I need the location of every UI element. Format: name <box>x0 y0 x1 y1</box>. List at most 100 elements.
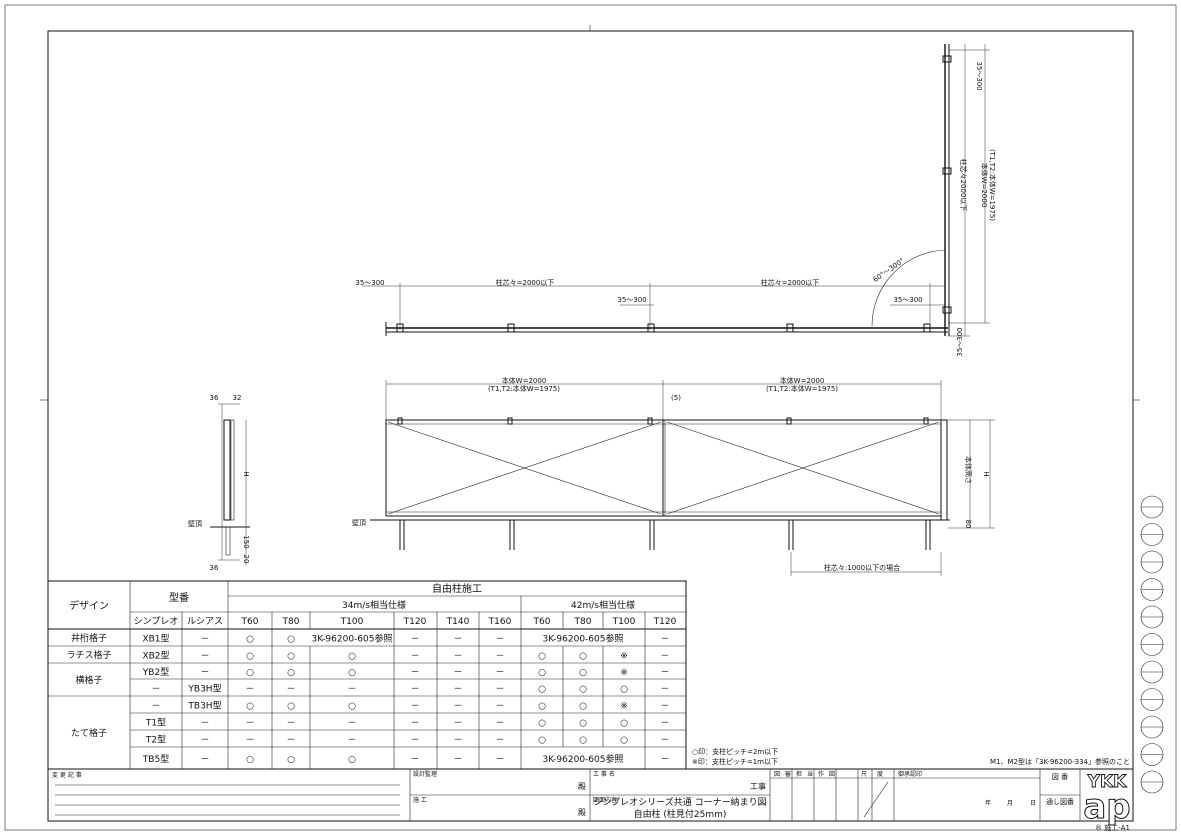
content-line-2: 自由柱 (柱見付25mm) <box>634 808 727 820</box>
inner-frame <box>47 30 1134 822</box>
plan-angle-dim: 60°～300° <box>872 257 906 284</box>
row-5-c42-1: ○ <box>579 719 587 729</box>
outer-frame <box>4 4 1177 831</box>
margin-circles <box>1140 495 1164 794</box>
row-3-c34-4: － <box>453 685 462 695</box>
plan-left-edge-dim: 35～300 <box>355 279 384 287</box>
design-vertical: たて格子 <box>71 727 107 739</box>
col-header-42-3: T120 <box>653 617 677 627</box>
row-0-simpleo: XB1型 <box>142 634 169 645</box>
row-4-c42-2: ※ <box>620 702 628 712</box>
project-label: 工 事 名 <box>593 770 615 778</box>
elev-eighty-label: 80 <box>964 520 972 529</box>
th-design: デザイン <box>69 599 109 612</box>
row-1-c42-1: ○ <box>579 652 587 662</box>
row-2-lucias: － <box>200 668 209 678</box>
day-label: 日 <box>1030 800 1036 807</box>
row-4-c34-4: － <box>453 702 462 712</box>
row-5-c34-2: － <box>347 719 356 729</box>
section-dim-36-bottom: 36 <box>210 564 219 572</box>
row-2-c42-1: ○ <box>579 668 587 678</box>
plan-mid-offset-dim: 35～300 <box>617 296 646 304</box>
row-7-c34-3: － <box>410 755 419 765</box>
row-5-c42-3: － <box>660 719 669 729</box>
row-2-c42-0: ○ <box>538 668 546 678</box>
content-line-1: シンプレオシリーズ共通 コーナー納まり図 <box>593 796 766 808</box>
drawing-no-label: 図 番 <box>1052 773 1068 781</box>
row-3-c34-1: － <box>286 685 295 695</box>
col-header-34-2: T100 <box>340 617 364 627</box>
stamp-label-0: 図 <box>774 771 780 778</box>
plan-bottom-offset-dim: 35～300 <box>956 327 964 356</box>
serial-no-label: 通し図番 <box>1046 797 1074 806</box>
title-block: 変 更 記 事 設計監理 殿 施 工 殿 工 事 名 工事 図面内容 シンプレオ… <box>48 768 1133 828</box>
row-3-c42-3: － <box>660 685 669 695</box>
elev-body-w2-left: (T1,T2:本体W=1975) <box>488 384 560 393</box>
th-model: 型番 <box>169 591 189 604</box>
row-2-c42-2: ※ <box>620 668 628 678</box>
row-3-c34-3: － <box>410 685 419 695</box>
content-label: 図面内容 <box>593 796 617 804</box>
row-3-c34-2: － <box>347 685 356 695</box>
row-2-c42-3: － <box>660 668 669 678</box>
design-lattice: ラチス格子 <box>66 649 111 661</box>
design-horizontal: 横格子 <box>75 674 102 686</box>
note-circle: ○印：支柱ピッチ=2m以下 <box>692 747 778 756</box>
row-6-c34-1: － <box>286 736 295 746</box>
dono-2: 殿 <box>578 808 586 817</box>
dono-1: 殿 <box>578 782 586 791</box>
row-2-c34-3: － <box>410 668 419 678</box>
row-1-c42-2: ※ <box>620 652 628 662</box>
row-0-c34-1: ○ <box>287 635 295 645</box>
note-m-series: M1、M2型は「3K-96200-334」参照のこと <box>990 757 1130 766</box>
row-7-c34-2: ○ <box>348 755 356 765</box>
row-0-c34-0: ○ <box>246 635 254 645</box>
row-0-t120: － <box>660 635 669 645</box>
plan-body-w1: 本体W=2000 <box>980 163 989 208</box>
row-5-c42-2: ○ <box>620 719 628 729</box>
stamp-label-5: 図 <box>829 771 835 778</box>
row-6-c42-0: ○ <box>538 736 546 746</box>
row-7-simpleo: TB5型 <box>142 754 169 765</box>
row-2-c34-1: ○ <box>287 668 295 678</box>
plan-top-offset-dim: 35～300 <box>975 61 983 90</box>
row-6-c34-2: － <box>347 736 356 746</box>
sheet-code: ® 施工-A1 <box>1095 823 1130 832</box>
row-7-t120: － <box>660 755 669 765</box>
col-header-34-3: T120 <box>403 617 427 627</box>
stamp-label-3: 当 <box>807 770 813 778</box>
row-4-c34-5: － <box>495 702 504 712</box>
year-label: 年 <box>985 799 991 807</box>
month-label: 月 <box>1007 800 1013 807</box>
row-7-lucias: － <box>200 755 209 765</box>
row-3-simpleo: － <box>151 685 160 695</box>
th-34ms: 34m/s相当仕様 <box>342 599 406 611</box>
row-7-c34-1: ○ <box>287 755 295 765</box>
note-asterisk: ※印：支柱ピッチ=1m以下 <box>692 757 778 766</box>
th-42ms: 42m/s相当仕様 <box>571 599 635 611</box>
elev-body-w1-right: 本体W=2000 <box>780 376 825 385</box>
row-1-c34-2: ○ <box>348 652 356 662</box>
th-lucias: ルシアス <box>187 617 223 627</box>
elev-h-label: H <box>982 471 990 476</box>
row-1-c34-4: － <box>453 652 462 662</box>
row-1-c34-5: － <box>495 652 504 662</box>
plan-pitch-right-dim: 柱芯々=2000以下 <box>761 278 820 287</box>
row-0-c34-4: － <box>453 635 462 645</box>
row-6-c34-3: － <box>410 736 419 746</box>
row-5-c42-0: ○ <box>538 719 546 729</box>
row-3-c34-0: － <box>245 685 254 695</box>
stamp-label-6: 尺 <box>861 771 867 778</box>
row-6-c34-5: － <box>495 736 504 746</box>
row-3-c42-1: ○ <box>579 685 587 695</box>
row-5-c34-0: － <box>245 719 254 729</box>
col-header-42-2: T100 <box>612 617 636 627</box>
col-header-34-5: T160 <box>488 617 512 627</box>
row-6-c34-0: － <box>245 736 254 746</box>
row-0-lucias: － <box>200 635 209 645</box>
row-2-c34-2: ○ <box>348 668 356 678</box>
change-record-label: 変 更 記 事 <box>52 771 82 779</box>
plan-right-offset-dim: 35～300 <box>893 296 922 304</box>
th-simpleo: シンプレオ <box>134 616 179 627</box>
row-4-simpleo: － <box>151 702 160 712</box>
